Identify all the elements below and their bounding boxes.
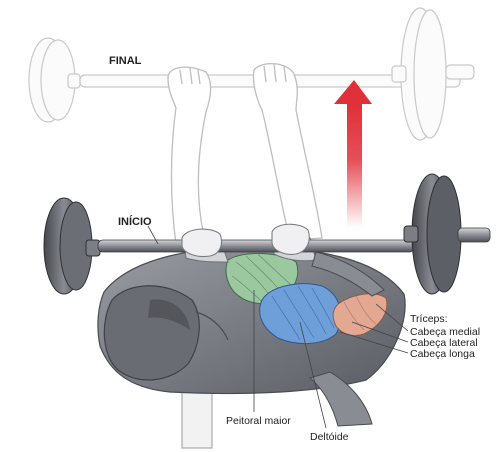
leader-triceps-lateral — [351, 321, 409, 343]
start-left-hand — [181, 228, 223, 258]
start-barbell — [43, 173, 491, 295]
start-right-arm-lower — [311, 251, 385, 297]
final-right-inner-plate — [413, 9, 447, 139]
final-arms — [167, 63, 323, 245]
final-left-fingers — [179, 67, 201, 85]
start-hands — [181, 223, 310, 258]
face-shadow — [148, 299, 190, 330]
label-peitoral-maior: Peitoral maior — [226, 415, 291, 427]
label-deltoide: Deltóide — [310, 431, 349, 443]
peitoral-fibers — [231, 253, 293, 303]
triceps-fibers — [343, 295, 377, 331]
label-triceps-longa: Cabeça longa — [410, 348, 475, 360]
label-triceps-medial: Cabeça medial — [410, 326, 480, 338]
leader-deltoide — [299, 321, 327, 429]
leader-inicio — [147, 225, 159, 245]
label-triceps-heading: Tríceps: — [410, 313, 448, 325]
final-left-arm — [167, 66, 212, 245]
final-barbell — [28, 7, 475, 141]
label-final: FINAL — [109, 55, 142, 67]
label-triceps-lateral: Cabeça lateral — [410, 337, 478, 349]
start-right-inner-plate — [426, 175, 462, 293]
leader-lines — [147, 225, 409, 429]
bench-leg — [181, 387, 213, 449]
final-bar-end — [445, 64, 475, 80]
final-right-arm — [252, 63, 323, 241]
deltoide-muscle — [259, 283, 342, 345]
arrow-head — [334, 80, 372, 108]
neck-line — [195, 311, 229, 341]
final-right-fingers — [263, 63, 287, 83]
final-right-collar — [391, 65, 407, 83]
label-inicio: INÍCIO — [118, 215, 152, 228]
lifter-body — [97, 228, 406, 427]
leader-triceps-medial — [375, 303, 409, 332]
arrow-shaft — [347, 104, 362, 228]
start-right-hand — [271, 223, 310, 255]
bench — [181, 387, 213, 449]
start-bar-end — [457, 227, 491, 243]
leader-triceps-longa — [339, 331, 409, 354]
start-bar — [97, 239, 415, 253]
motion-arrow — [334, 80, 372, 228]
deltoide-fibers — [271, 285, 335, 341]
start-right-collar — [403, 225, 419, 243]
final-left-collar — [67, 73, 81, 89]
hip-area — [308, 371, 373, 427]
